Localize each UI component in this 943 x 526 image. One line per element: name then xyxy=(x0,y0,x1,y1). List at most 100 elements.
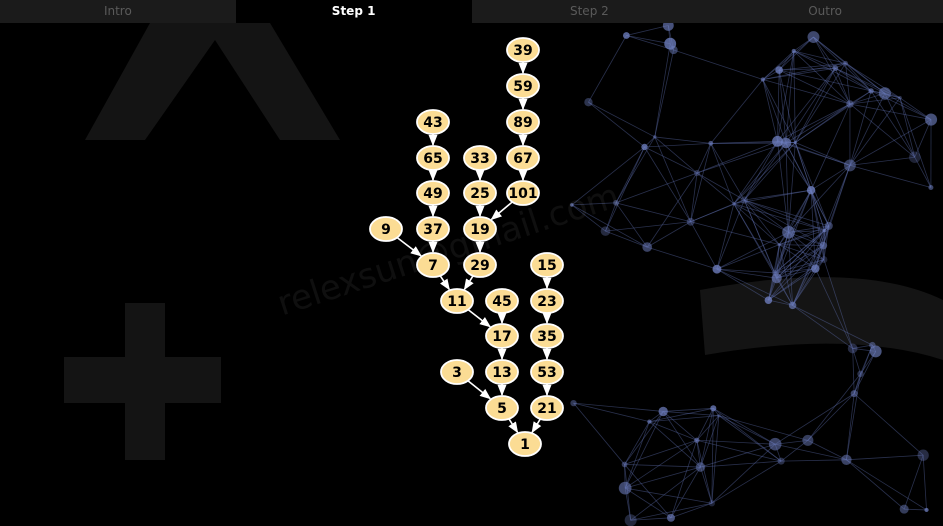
node-label: 39 xyxy=(513,43,532,59)
network-link xyxy=(588,35,627,103)
network-link xyxy=(785,50,795,144)
network-link xyxy=(700,460,782,468)
network-link xyxy=(788,225,829,233)
network-link xyxy=(696,140,778,174)
network-link xyxy=(696,143,712,174)
network-link xyxy=(762,79,778,142)
network-link xyxy=(788,190,812,233)
network-link xyxy=(778,36,814,71)
node-circle xyxy=(416,109,450,135)
node-label: 101 xyxy=(508,186,537,202)
network-node xyxy=(844,159,856,172)
network-link xyxy=(853,393,924,456)
network-node xyxy=(618,481,632,495)
node-label: 35 xyxy=(537,329,556,345)
network-link xyxy=(793,50,846,64)
network-node xyxy=(925,113,938,126)
network-node xyxy=(653,135,657,139)
network-node xyxy=(811,264,820,273)
tab-outro[interactable]: Outro xyxy=(808,4,843,18)
network-link xyxy=(780,440,809,462)
network-link xyxy=(733,203,780,245)
network-link xyxy=(718,415,808,441)
node-29: 29 xyxy=(463,252,497,278)
network-link xyxy=(716,268,777,279)
network-link xyxy=(663,407,714,412)
network-link xyxy=(846,459,927,511)
node-label: 15 xyxy=(537,258,556,274)
network-link xyxy=(649,415,719,423)
tab-intro[interactable]: Intro xyxy=(103,4,132,18)
network-link xyxy=(914,119,932,158)
network-node xyxy=(624,514,637,526)
node-label: 5 xyxy=(497,401,507,417)
network-link xyxy=(696,439,782,462)
network-link xyxy=(777,50,795,142)
network-node xyxy=(793,140,797,145)
network-link xyxy=(810,190,830,227)
node-circle xyxy=(463,180,497,206)
node-label: 11 xyxy=(447,294,466,310)
node-21: 21 xyxy=(530,395,564,421)
network-link xyxy=(733,189,812,205)
node-circle xyxy=(506,37,540,63)
network-link xyxy=(700,415,720,468)
tab-step-1[interactable]: Step 1 xyxy=(235,0,472,23)
network-node xyxy=(820,256,828,263)
network-node xyxy=(777,242,781,247)
node-37: 37 xyxy=(416,216,450,242)
network-link xyxy=(776,232,789,279)
network-link xyxy=(644,146,698,174)
network-link xyxy=(835,67,872,92)
network-node xyxy=(869,341,876,349)
network-link xyxy=(793,50,836,69)
background-plus-horizontal xyxy=(64,357,221,403)
edge-29-to-11 xyxy=(463,275,474,291)
tab-step-2[interactable]: Step 2 xyxy=(569,4,609,18)
network-link xyxy=(762,62,846,80)
network-node xyxy=(570,399,577,407)
node-circle xyxy=(463,145,497,171)
node-circle xyxy=(530,252,564,278)
network-link xyxy=(571,204,648,248)
network-link xyxy=(744,189,812,201)
node-53: 53 xyxy=(530,359,564,385)
network-link xyxy=(762,36,814,80)
network-node xyxy=(846,100,854,108)
network-link xyxy=(625,487,712,504)
network-link xyxy=(788,232,816,269)
node-33: 33 xyxy=(463,145,497,171)
network-link xyxy=(914,157,932,188)
network-link xyxy=(776,244,780,279)
network-link xyxy=(810,165,851,191)
network-node xyxy=(782,226,795,239)
network-link xyxy=(733,142,787,205)
network-link xyxy=(810,190,824,246)
network-link xyxy=(615,202,648,248)
network-link xyxy=(630,502,712,521)
network-link xyxy=(710,79,764,144)
network-link xyxy=(792,230,825,306)
network-link xyxy=(823,259,854,349)
network-link xyxy=(810,190,825,231)
network-node xyxy=(780,137,792,149)
node-11: 11 xyxy=(440,288,474,314)
network-link xyxy=(670,466,701,519)
edge-7-to-11 xyxy=(439,275,450,291)
network-link xyxy=(778,244,793,306)
network-link xyxy=(853,351,877,394)
network-link xyxy=(630,466,701,521)
network-link xyxy=(849,90,872,105)
node-label: 45 xyxy=(492,294,511,310)
network-link xyxy=(588,101,645,148)
network-link xyxy=(762,79,851,105)
network-link xyxy=(779,230,825,246)
node-circle xyxy=(485,359,519,385)
network-node xyxy=(822,228,827,233)
network-link xyxy=(630,517,671,521)
network-link xyxy=(810,103,851,191)
network-link xyxy=(744,199,824,246)
network-node xyxy=(666,513,675,522)
network-link xyxy=(700,466,713,504)
node-circle xyxy=(508,431,542,457)
